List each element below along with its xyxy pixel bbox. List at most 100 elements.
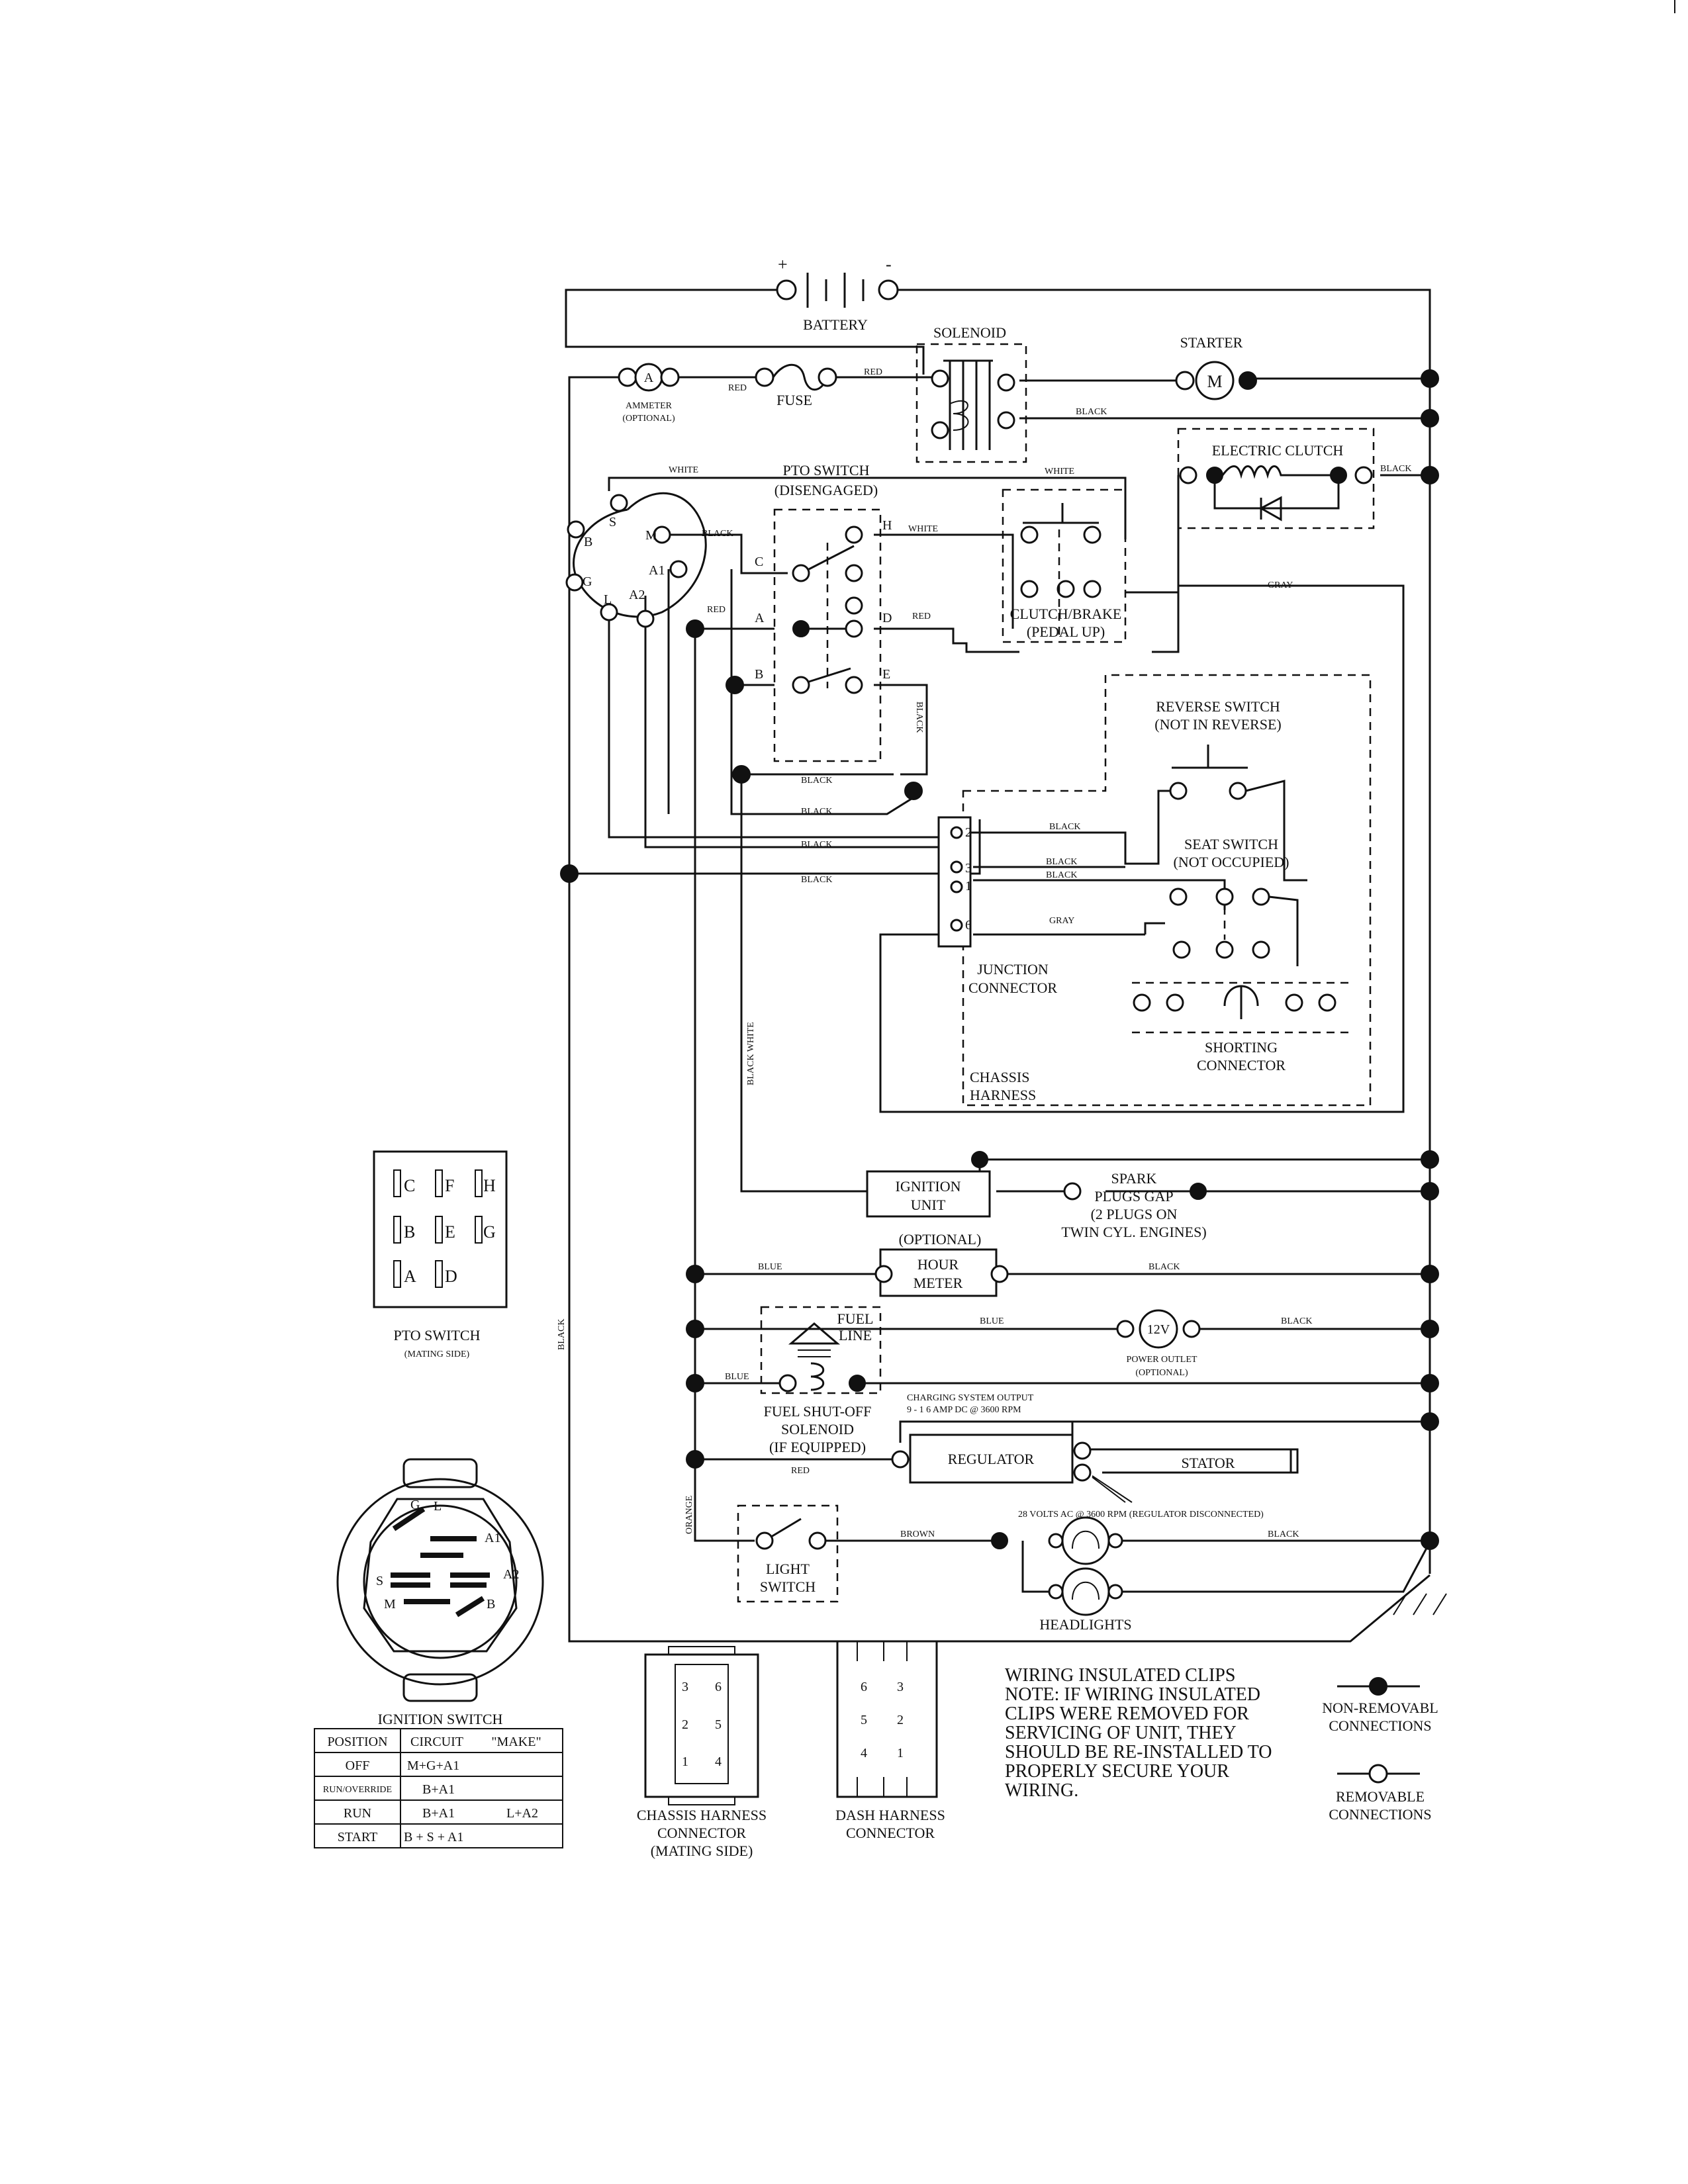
- chassis-conn-pin-1: 1: [682, 1754, 688, 1769]
- ign-side-m: M: [384, 1597, 396, 1612]
- wire-white-2: WHITE: [1045, 467, 1074, 477]
- spark-line2: PLUGS GAP: [1094, 1188, 1173, 1205]
- pto-mating-h: H: [483, 1176, 496, 1195]
- seat-switch-sub: (NOT OCCUPIED): [1174, 854, 1289, 870]
- chassis-conn-pin-5: 5: [715, 1717, 722, 1732]
- note-line-4: SHOULD BE RE-INSTALLED TO: [1005, 1742, 1272, 1762]
- wire-black-6: BLACK: [801, 840, 832, 850]
- wire-gray-2: GRAY: [1049, 916, 1074, 926]
- junction-pin-3: 3: [965, 861, 972, 876]
- table-row-0-position: OFF: [346, 1758, 370, 1773]
- pto-mating-e: E: [445, 1222, 455, 1242]
- power-outlet-sub: (OPTIONAL): [1135, 1368, 1188, 1378]
- solenoid-label: SOLENOID: [933, 324, 1006, 341]
- wire-white-3: WHITE: [908, 524, 938, 534]
- legend-removable: REMOVABLE: [1336, 1788, 1425, 1805]
- ign-pin-b: B: [584, 535, 592, 549]
- hour-meter: (OPTIONAL) HOUR METER: [874, 1231, 1009, 1297]
- pto-pin-h: H: [882, 518, 892, 533]
- starter: STARTER M: [1175, 334, 1257, 400]
- chassis-conn-pin-4: 4: [715, 1754, 722, 1769]
- wire-black-vert-1: BLACK: [914, 702, 924, 733]
- clutch-brake-label: CLUTCH/BRAKE: [1010, 606, 1122, 622]
- junction-label2: CONNECTOR: [968, 979, 1057, 996]
- pto-pin-b: B: [755, 667, 763, 682]
- power-outlet-symbol: 12V: [1147, 1322, 1170, 1337]
- pto-mating-sub: (MATING SIDE): [404, 1349, 470, 1359]
- wire-black-12: BLACK: [1281, 1316, 1312, 1326]
- table-row-3-circuit: B + S + A1: [404, 1830, 463, 1844]
- pto-switch-sub: (DISENGAGED): [774, 482, 878, 498]
- pto-mating-b: B: [404, 1222, 415, 1242]
- pto-mating-c: C: [404, 1176, 415, 1195]
- dash-harness-connector: 6 3 5 2 4 1 DASH HARNESS CONNECTOR: [835, 1640, 945, 1841]
- chassis-conn-label: CHASSIS HARNESS: [637, 1807, 767, 1823]
- wiring-note: WIRING INSULATED CLIPS NOTE: IF WIRING I…: [1005, 1665, 1272, 1801]
- hour-meter-label2: METER: [914, 1275, 963, 1291]
- ammeter: A AMMETER (OPTIONAL): [618, 363, 680, 424]
- junction-connector: 2 3 1 6 JUNCTION CONNECTOR: [937, 816, 1057, 996]
- fuel-line-label: FUEL: [837, 1310, 874, 1327]
- ignition-switch-terminals: S B G M A1 L A2: [565, 492, 707, 628]
- light-switch: LIGHT SWITCH: [737, 1504, 839, 1603]
- electric-clutch-label: ELECTRIC CLUTCH: [1212, 442, 1344, 459]
- pto-pin-c: C: [755, 555, 763, 569]
- fuel-solenoid-label2: SOLENOID: [781, 1421, 854, 1437]
- power-outlet-label: POWER OUTLET: [1127, 1355, 1197, 1365]
- ignition-unit-label: IGNITION: [896, 1178, 961, 1195]
- dash-conn-pin-3: 3: [897, 1680, 904, 1694]
- note-line-2: CLIPS WERE REMOVED FOR: [1005, 1704, 1249, 1724]
- wire-blue-3: BLUE: [725, 1372, 749, 1382]
- dash-conn-label: DASH HARNESS: [835, 1807, 945, 1823]
- legend-removable2: CONNECTIONS: [1329, 1806, 1431, 1823]
- wire-black-13: BLACK: [1268, 1529, 1299, 1539]
- spark-line3: (2 PLUGS ON: [1091, 1206, 1178, 1222]
- wire-black-9: BLACK: [1046, 857, 1077, 867]
- table-row-3-position: START: [338, 1830, 378, 1844]
- fuel-solenoid-label3: (IF EQUIPPED): [769, 1439, 866, 1455]
- solenoid: SOLENOID: [915, 324, 1027, 463]
- wire-black-1: BLACK: [1076, 407, 1107, 417]
- table-row-0-circuit: M+G+A1: [407, 1758, 459, 1773]
- dash-conn-pin-1: 1: [897, 1746, 904, 1760]
- chassis-conn-pin-3: 3: [682, 1680, 688, 1694]
- shorting-label2: CONNECTOR: [1197, 1057, 1286, 1073]
- dash-conn-pin-2: 2: [897, 1713, 904, 1727]
- starter-label: STARTER: [1180, 334, 1243, 351]
- pto-mating-g: G: [483, 1222, 496, 1242]
- spark-line1: SPARK: [1111, 1170, 1157, 1187]
- regulator: CHARGING SYSTEM OUTPUT 9 - 1 6 AMP DC @ …: [891, 1393, 1133, 1503]
- ignition-unit: IGNITION UNIT: [866, 1151, 991, 1218]
- chassis-harness-label2: HARNESS: [970, 1087, 1036, 1103]
- note-line-6: WIRING.: [1005, 1780, 1078, 1801]
- wire-black-2: BLACK: [1380, 464, 1411, 474]
- ign-side-a1: A1: [485, 1531, 500, 1545]
- table-header-make: "MAKE": [491, 1735, 541, 1749]
- note-line-3: SERVICING OF UNIT, THEY: [1005, 1723, 1237, 1743]
- shorting-connector: SHORTING CONNECTOR: [1132, 981, 1350, 1073]
- table-row-2-extra: L+A2: [506, 1806, 538, 1821]
- spark-line4: TWIN CYL. ENGINES): [1061, 1224, 1206, 1240]
- regulator-label: REGULATOR: [948, 1451, 1035, 1467]
- ammeter-label: AMMETER: [626, 401, 673, 411]
- wire-gray-1: GRAY: [1268, 580, 1293, 590]
- ammeter-sub: (OPTIONAL): [622, 414, 675, 424]
- headlights-label: HEADLIGHTS: [1039, 1616, 1131, 1633]
- hour-meter-opt: (OPTIONAL): [899, 1231, 982, 1248]
- ign-side-a2: A2: [503, 1567, 519, 1582]
- stator: STATOR 28 VOLTS AC @ 3600 RPM (REGULATOR…: [1018, 1448, 1299, 1520]
- ignition-unit-label2: UNIT: [911, 1197, 946, 1213]
- wire-black-5: BLACK: [801, 807, 832, 817]
- ign-pin-g: G: [583, 574, 592, 589]
- ign-pin-l: L: [604, 592, 612, 607]
- junction-pin-2: 2: [965, 825, 972, 840]
- legend-non-removable2: CONNECTIONS: [1329, 1717, 1431, 1734]
- ignition-table: POSITION CIRCUIT "MAKE" OFF M+G+A1 RUN/O…: [314, 1728, 563, 1848]
- pto-pin-d: D: [882, 611, 892, 625]
- table-row-1-position: RUN/OVERRIDE: [323, 1785, 392, 1795]
- wire-orange: ORANGE: [684, 1496, 694, 1534]
- headlights: HEADLIGHTS: [991, 1516, 1132, 1633]
- ign-pin-a2: A2: [629, 588, 645, 602]
- wire-red-4: RED: [912, 612, 931, 621]
